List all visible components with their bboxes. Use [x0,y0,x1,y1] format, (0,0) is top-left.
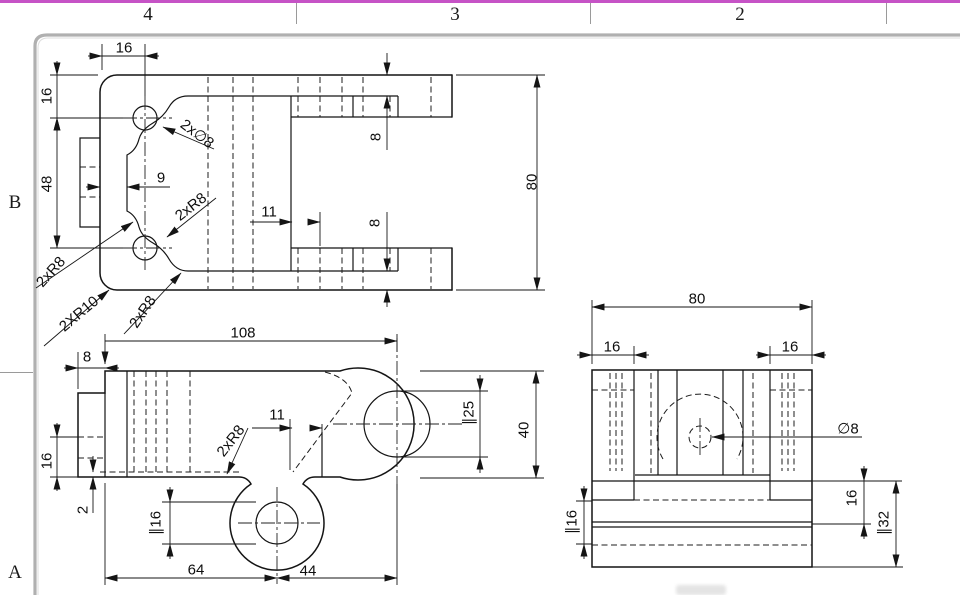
zone-divider [296,3,297,24]
dim-front-left-16: 16 [38,87,56,105]
front-view-dimensions [35,44,545,347]
zone-column-4: 4 [143,4,153,25]
dim-plan-dia-16: ∥16 [147,510,165,536]
plan-view-linework [77,338,464,584]
window-accent-bar [0,0,960,3]
dim-front-thickness-top-8: 8 [367,132,385,142]
watermark [676,585,726,595]
zone-divider [0,372,33,373]
dim-side-dia-32: ∥32 [875,510,893,536]
dim-side-left-16: 16 [603,338,621,356]
dim-front-thickness-bottom-8: 8 [366,218,384,228]
dim-plan-64: 64 [187,561,205,579]
front-view-linework [79,74,453,291]
dim-front-offset-9: 9 [156,169,166,187]
dim-plan-11: 11 [269,406,285,424]
dim-front-top-width: 16 [115,39,133,57]
zone-column-3: 3 [450,4,460,25]
dim-plan-length-108: 108 [230,324,256,342]
dim-plan-44: 44 [299,562,317,580]
zone-divider [886,3,887,24]
plan-view-dimensions [50,334,544,585]
side-view-dimensions [576,300,903,568]
dim-front-left-48: 48 [38,175,56,193]
dim-plan-width-40: 40 [515,421,533,439]
dim-side-mid-16: 16 [843,489,861,507]
dim-side-dia-8: ∅8 [837,420,859,438]
dim-plan-left-16: 16 [38,452,56,470]
zone-column-2: 2 [735,4,745,25]
sheet-frame [33,33,960,595]
dim-side-right-16: 16 [781,338,799,356]
dim-front-slot-11: 11 [261,203,277,221]
dim-front-height-80: 80 [523,173,541,191]
dim-plan-step-2: 2 [74,505,92,515]
zone-row-a: A [8,562,22,583]
zone-divider [590,3,591,24]
side-view-linework [591,369,813,568]
dim-plan-boss-8: 8 [82,348,92,366]
dim-side-width-80: 80 [688,290,706,308]
dim-plan-dia-25: ∥25 [460,400,478,426]
zone-row-b: B [8,192,22,213]
dim-side-dia-16: ∥16 [563,509,581,535]
